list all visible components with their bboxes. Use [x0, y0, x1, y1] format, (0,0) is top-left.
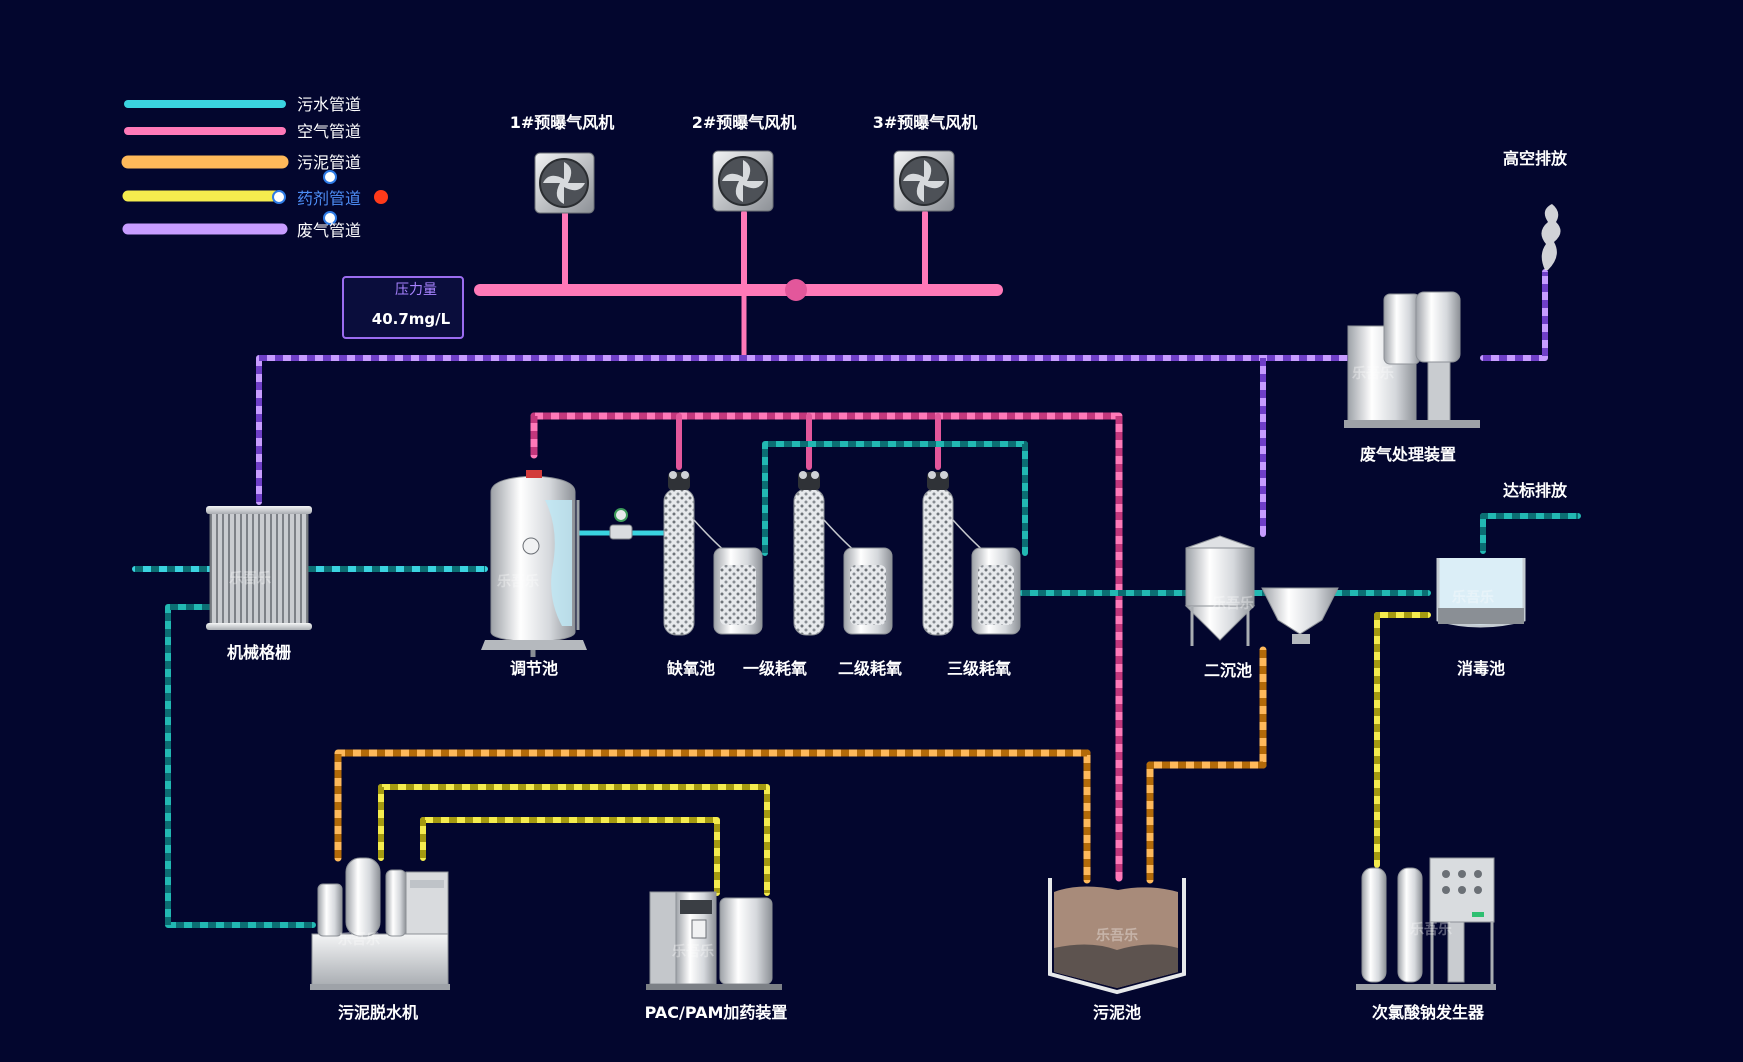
legend-label-sludge: 污泥管道: [297, 153, 361, 172]
legend-item-chemical: 药剂管道: [122, 170, 388, 225]
fan-icon: [903, 160, 945, 202]
legend-label-chemical: 药剂管道: [297, 189, 361, 208]
exhaust-stack-pipe: [1480, 269, 1548, 361]
sludge-tank[interactable]: 乐吾乐 污泥池: [1048, 878, 1186, 1022]
sludge-tank-label: 污泥池: [1093, 1003, 1141, 1022]
chemical-pipe-network: [378, 612, 1431, 896]
sludge-feed-pipe: [334, 749, 1091, 884]
gas-treatment-label: 废气处理装置: [1360, 445, 1456, 464]
fan-icon: [543, 162, 585, 204]
valve-icon: [526, 470, 542, 478]
aerobic2-label: 二级耗氧: [838, 659, 902, 678]
blower-3[interactable]: 3#预曝气风机: [873, 113, 978, 212]
flow-meter-icon: [609, 508, 633, 540]
hypochlorite-label: 次氯酸钠发生器: [1372, 1003, 1485, 1022]
selection-handle-icon[interactable]: [272, 190, 286, 204]
hypochlorite-generator[interactable]: 乐吾乐 次氯酸钠发生器: [1356, 857, 1496, 1022]
watermark-text: 乐吾乐: [497, 573, 539, 590]
disinfection-tank[interactable]: 乐吾乐 消毒池: [1436, 558, 1526, 678]
dosing-device[interactable]: 乐吾乐 PAC/PAM加药装置: [645, 891, 788, 1022]
watermark-text: 乐吾乐: [1096, 927, 1138, 944]
watermark-text: 乐吾乐: [1212, 595, 1254, 612]
aerobic2-column[interactable]: 二级耗氧 三级耗氧: [838, 471, 1021, 678]
watermark-text: 乐吾乐: [1452, 589, 1494, 606]
legend-label-air: 空气管道: [297, 122, 361, 141]
fan-icon: [722, 160, 764, 202]
equalization-tank[interactable]: 乐吾乐 调节池: [481, 470, 587, 678]
dosing-label: PAC/PAM加药装置: [645, 1003, 788, 1022]
legend-label-exhaust: 废气管道: [297, 221, 361, 240]
air-valve-icon[interactable]: [785, 279, 807, 301]
disinfection-label: 消毒池: [1457, 659, 1505, 678]
gauge-icon: [522, 537, 540, 555]
legend: 污水管道 空气管道 污泥管道 药剂管道 废气管道: [121, 95, 388, 240]
pressure-panel[interactable]: 压力量 40.7mg/L: [342, 276, 464, 339]
legend-label-sewage: 污水管道: [297, 95, 361, 114]
sludge-pipe-network: [334, 646, 1267, 884]
watermark-text: 乐吾乐: [672, 943, 714, 960]
pressure-panel-value: 40.7mg/L: [372, 310, 451, 328]
exhaust-pipe-network: [256, 269, 1548, 537]
gas-treatment-device[interactable]: 乐吾乐 废气处理装置: [1344, 291, 1480, 464]
legend-item-sludge: 污泥管道: [121, 153, 361, 172]
blower-2-label: 2#预曝气风机: [692, 113, 797, 132]
aeration-loop-pipe: [530, 412, 1123, 882]
sewage-pipe-network: [132, 441, 1581, 928]
secondary-clarifier[interactable]: 乐吾乐 二沉池: [1184, 535, 1339, 680]
blower-2[interactable]: 2#预曝气风机: [692, 113, 797, 212]
sludge-dewater-label: 污泥脱水机: [338, 1003, 418, 1022]
anoxic-column[interactable]: 缺氧池: [663, 471, 763, 678]
aerobic3-label: 三级耗氧: [947, 659, 1011, 678]
rotate-handle-icon[interactable]: [374, 190, 388, 204]
smoke-icon: [1541, 204, 1561, 270]
aerobic1-label: 一级耗氧: [743, 659, 807, 678]
aerobic1-column[interactable]: 一级耗氧: [743, 471, 893, 678]
watermark-text: 乐吾乐: [1410, 921, 1452, 938]
anoxic-label: 缺氧池: [667, 659, 715, 678]
air-pipe-network: [474, 210, 1003, 361]
legend-item-air: 空气管道: [124, 122, 361, 141]
blower-1-label: 1#预曝气风机: [510, 113, 615, 132]
discharge-pipe: [1480, 513, 1581, 554]
hypochlorite-dosing-pipe: [1374, 612, 1431, 868]
discharge-outlet-label: 达标排放: [1503, 481, 1568, 500]
high-altitude-outlet-label: 高空排放: [1503, 149, 1568, 168]
sludge-dewatering-machine[interactable]: 乐吾乐 污泥脱水机: [310, 857, 450, 1022]
legend-item-exhaust: 废气管道: [122, 221, 361, 240]
watermark-text: 乐吾乐: [338, 931, 380, 948]
selection-handle-icon[interactable]: [323, 170, 337, 184]
blower-3-label: 3#预曝气风机: [873, 113, 978, 132]
watermark-text: 乐吾乐: [229, 570, 271, 587]
watermark-text: 乐吾乐: [1352, 365, 1394, 382]
selection-handle-icon[interactable]: [323, 211, 337, 225]
equalization-label: 调节池: [510, 659, 558, 678]
pressure-panel-title: 压力量: [395, 282, 437, 298]
clarifier-label: 二沉池: [1204, 661, 1252, 680]
legend-item-sewage: 污水管道: [124, 95, 361, 114]
grille-label: 机械格栅: [227, 643, 291, 662]
pac-dosing-pipe: [420, 817, 720, 896]
blower-1[interactable]: 1#预曝气风机: [510, 113, 615, 214]
mechanical-grille[interactable]: 乐吾乐 机械格栅: [206, 506, 312, 662]
clarifier-sludge-pipe: [1146, 646, 1267, 884]
aeration-air-pipes: [530, 412, 1123, 882]
